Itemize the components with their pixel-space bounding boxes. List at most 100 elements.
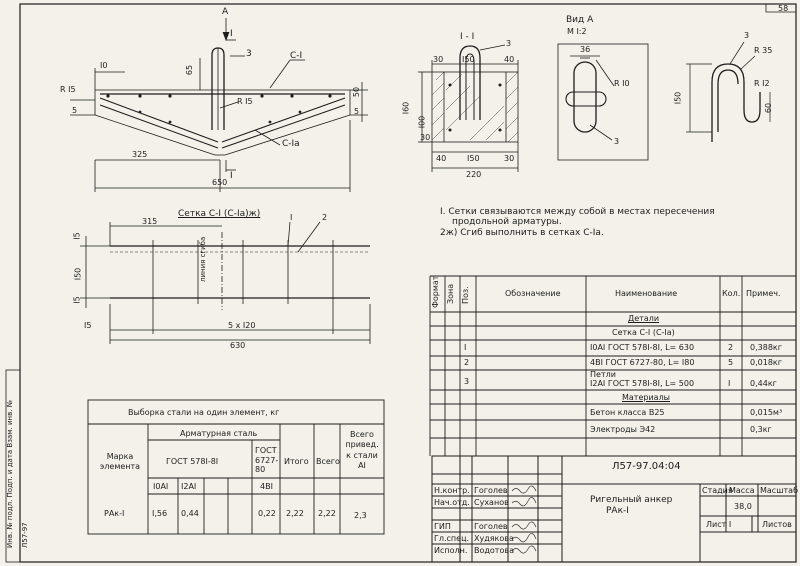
- steel-row-v1: I,56: [152, 509, 168, 518]
- spec-header-note: Примеч.: [746, 289, 781, 298]
- title-block-grid: [431, 455, 797, 563]
- section-II-title: I - I: [460, 32, 475, 42]
- spec-row-electrodes: Электроды Э42: [590, 425, 656, 434]
- mesh-pos2: 2: [322, 213, 328, 222]
- spec-row-2-pos: 2: [464, 358, 470, 367]
- tb-name-4: Гоголев: [474, 522, 508, 531]
- dim-r15-mid: R I5: [237, 97, 253, 106]
- sheet-frame: [19, 3, 797, 563]
- note-2: 2ж) Сгиб выполнить в сетках С-Iа.: [440, 228, 604, 238]
- view-A-pos3: 3: [614, 137, 620, 146]
- tb-role-1: Н.контр.: [434, 486, 470, 495]
- note-1-cont: продольной арматуры.: [452, 217, 562, 227]
- spec-row-2-note: 0,018кг: [750, 358, 782, 367]
- anchor-detail: [686, 41, 771, 142]
- spec-row-materials: Материалы: [622, 393, 670, 402]
- dim-325: 325: [132, 150, 148, 159]
- spec-row-3-pos: 3: [464, 377, 470, 386]
- steel-row-reduced: 2,3: [354, 511, 367, 520]
- steel-sub-1: I0АI: [153, 482, 169, 491]
- sheet-number: 58: [778, 4, 789, 13]
- spec-row-concrete-note: 0,015м³: [750, 408, 783, 417]
- dim-30a: 30: [433, 55, 444, 64]
- mesh-dim-15-left: I5: [84, 321, 92, 330]
- dim-220: 220: [466, 170, 482, 179]
- signature-3: [511, 521, 537, 530]
- section-view: [70, 18, 368, 192]
- signature-2: [511, 497, 537, 507]
- tb-name-2: Суханов: [474, 498, 509, 507]
- cut-label-bottom: I: [230, 171, 233, 181]
- dim-5-right: 5: [354, 107, 360, 116]
- side-stamp-frame: [5, 369, 21, 563]
- steel-col-total: Итого: [284, 457, 309, 466]
- steel-col-rebar: Арматурная сталь: [180, 429, 258, 438]
- tb-role-5: Гл.спец.: [434, 534, 470, 543]
- cut-label-top: I: [230, 29, 233, 39]
- steel-sub-2: I2АI: [181, 482, 197, 491]
- dim-650: 650: [212, 178, 228, 187]
- signature-4: [511, 533, 537, 543]
- spec-row-concrete: Бетон класса В25: [590, 408, 665, 417]
- tb-sheets: Листов: [762, 520, 792, 529]
- spec-row-details: Детали: [628, 314, 660, 323]
- dim-30-bottom: 30: [504, 154, 515, 163]
- view-arrow-label: А: [222, 7, 229, 17]
- section-II: [418, 44, 519, 172]
- spec-table-grid: [429, 275, 796, 456]
- steel-sub-5: 4ВI: [260, 482, 273, 491]
- signature-5: [511, 545, 537, 554]
- dim-r12: R I2: [754, 79, 770, 88]
- doc-name-2: РАк-I: [606, 506, 629, 516]
- note-1: I. Сетки связываются между собой в места…: [440, 207, 715, 217]
- mesh-pos1: I: [290, 213, 293, 222]
- tb-name-6: Водотова: [474, 546, 514, 555]
- tb-mass-value: 38,0: [734, 502, 752, 511]
- steel-table-title: Выборка стали на один элемент, кг: [128, 408, 280, 417]
- tb-stage-label: Стадия: [702, 486, 733, 495]
- spec-row-mesh: Сетка С-I (С-Iа): [612, 328, 675, 337]
- dim-40-bottom: 40: [436, 154, 447, 163]
- signature-1: [511, 485, 537, 494]
- spec-row-1-note: 0,388кг: [750, 343, 782, 352]
- dim-r35: R 35: [754, 46, 773, 55]
- view-A-scale: М I:2: [567, 27, 587, 36]
- mesh-dim-spacing: 5 x I20: [228, 321, 256, 330]
- tb-mass-label: Масса: [729, 486, 755, 495]
- steel-row-mark: РАк-I: [104, 509, 125, 518]
- doc-code: Л57-97.04:04: [612, 461, 681, 472]
- spec-row-1-pos: I: [464, 343, 467, 352]
- dim-r10: R I0: [614, 79, 630, 88]
- steel-col-mark: Марка элемента: [99, 452, 141, 472]
- dim-30b: 30: [420, 133, 431, 142]
- dim-r15-left: R I5: [60, 85, 76, 94]
- anchor-pos3: 3: [744, 31, 750, 40]
- sheet-number-box: [765, 4, 796, 13]
- steel-col-gost2: ГОСТ 6727-80: [255, 446, 279, 475]
- dim-150-top: I50: [462, 55, 475, 64]
- steel-row-v5: 0,22: [258, 509, 276, 518]
- spec-header-qty: Кол.: [722, 289, 741, 298]
- spec-row-1-qty: 2: [728, 343, 734, 352]
- steel-row-v2: 0,44: [181, 509, 199, 518]
- view-A-title: Вид А: [566, 15, 594, 25]
- tb-sheet: Лист I: [706, 520, 732, 529]
- steel-table-grid: [87, 399, 385, 535]
- spec-row-3-note: 0,44кг: [750, 379, 777, 388]
- tb-name-1: Гоголев: [474, 486, 508, 495]
- mesh-plan: [80, 221, 371, 344]
- spec-header-name: Наименование: [615, 289, 678, 298]
- spec-row-electrodes-note: 0,3кг: [750, 425, 772, 434]
- spec-row-loops: Петли: [590, 370, 616, 379]
- dim-10: I0: [100, 61, 108, 70]
- doc-name-1: Ригельный анкер: [590, 495, 673, 505]
- dim-40: 40: [504, 55, 515, 64]
- tb-role-2: Нач.отд.: [434, 498, 470, 507]
- mesh-title: Сетка С-I (С-Iа)ж): [178, 209, 261, 219]
- spec-row-3-name: I2АI ГОСТ 578I-8I, L= 500: [590, 379, 695, 388]
- pos3-label: 3: [246, 49, 252, 59]
- mesh-dim-315: 315: [142, 217, 158, 226]
